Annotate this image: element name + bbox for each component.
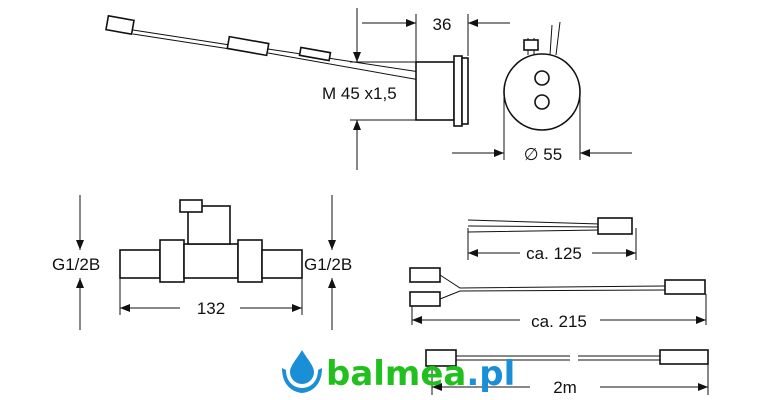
cable-2m: 2m	[425, 349, 709, 397]
hands-icon	[282, 368, 322, 393]
dim-cable-2: ca. 215	[531, 312, 587, 331]
cable-215: ca. 215	[409, 267, 707, 331]
dim-valve-length: 132	[197, 299, 225, 318]
dimension-valve: G1/2B G1/2B 132	[52, 195, 352, 330]
sensor-front-view: ∅ 55	[452, 21, 632, 164]
dim-cable-1: ca. 125	[526, 244, 582, 263]
logo-suffix: .pl	[466, 354, 515, 394]
dimension-thread: M 45 x1,5	[322, 8, 416, 170]
water-drop-icon	[290, 350, 314, 384]
dim-diameter: ∅ 55	[524, 145, 562, 164]
dim-connection-right: G1/2B	[304, 255, 352, 274]
logo-wordmark: balmea.pl	[326, 354, 515, 394]
cable-125: ca. 125	[467, 217, 637, 263]
dim-cable-3: 2m	[553, 378, 577, 397]
solenoid-valve	[119, 199, 303, 283]
dim-connection-left: G1/2B	[52, 255, 100, 274]
logo-name: balmea	[326, 354, 466, 394]
sensor-side-view	[105, 14, 469, 127]
balmea-logo: balmea.pl	[282, 350, 515, 394]
dim-thread: M 45 x1,5	[322, 84, 397, 103]
dimension-36: 36	[362, 14, 510, 62]
dim-sensor-depth: 36	[433, 15, 452, 34]
